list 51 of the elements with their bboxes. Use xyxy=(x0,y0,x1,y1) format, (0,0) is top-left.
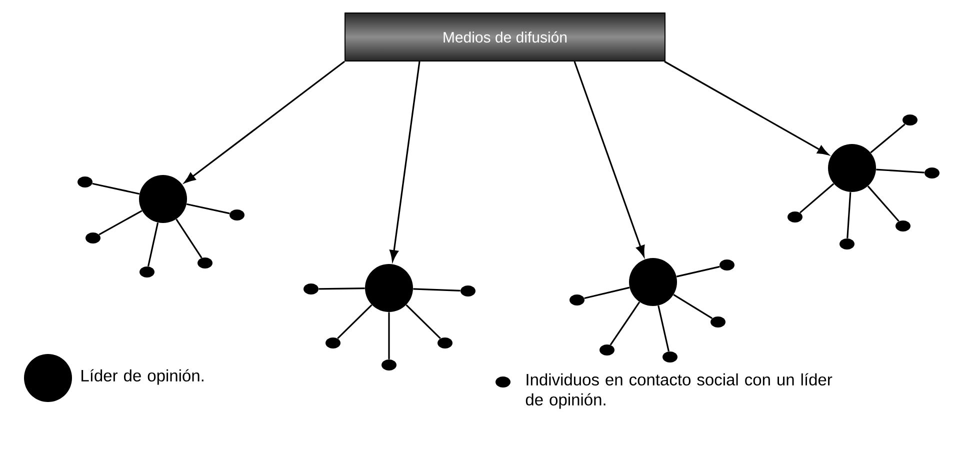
individual-dot xyxy=(662,352,678,362)
connector-line xyxy=(673,294,713,320)
connector-line xyxy=(92,182,140,195)
individual-dot xyxy=(710,316,726,328)
connector-line xyxy=(337,304,372,340)
connector-line xyxy=(676,266,720,278)
individual-dot xyxy=(460,286,476,296)
connector-line xyxy=(658,305,670,352)
individual-dot xyxy=(326,338,340,348)
individual-dot xyxy=(78,176,92,188)
media-box: Medios de difusión xyxy=(344,12,666,62)
connector-line xyxy=(800,183,834,214)
connector-line xyxy=(876,168,924,174)
connector-line xyxy=(584,286,630,300)
legend-text: Líder de opinión. xyxy=(82,369,204,385)
individual-dot xyxy=(304,284,318,294)
individual-dot xyxy=(198,258,212,268)
individual-dot xyxy=(924,168,940,178)
individual-dot xyxy=(600,344,614,356)
arrow xyxy=(574,61,645,257)
connector-line xyxy=(176,218,202,258)
connector-line xyxy=(147,222,159,267)
legend-text: Individuos en contacto social con un líder de opinión. xyxy=(526,373,832,409)
connector-line xyxy=(186,203,230,214)
arrow xyxy=(184,60,345,184)
individual-dot xyxy=(438,338,452,348)
arrow xyxy=(664,60,829,156)
connector-line xyxy=(413,288,460,292)
leader-circle xyxy=(139,175,187,223)
individual-dot xyxy=(902,114,918,126)
individual-dot xyxy=(382,360,396,370)
individual-dot xyxy=(896,220,910,232)
leader-circle xyxy=(629,258,677,306)
connector-line xyxy=(870,124,906,154)
individual-dot xyxy=(570,294,584,306)
individual-dot xyxy=(140,266,154,278)
leader-circle xyxy=(365,264,413,312)
connector-line xyxy=(98,210,142,236)
individual-dot xyxy=(720,260,734,270)
connector-line xyxy=(388,312,390,360)
arrow xyxy=(390,61,420,262)
individual-dot xyxy=(86,232,100,244)
individual-dot xyxy=(788,212,802,222)
individual-dot xyxy=(230,210,244,220)
connector-line xyxy=(846,192,852,238)
connector-line xyxy=(406,304,441,340)
connector-line xyxy=(610,302,640,346)
connector-line xyxy=(867,186,900,222)
leader-circle xyxy=(828,144,876,192)
individual-dot xyxy=(840,238,854,250)
connector-line xyxy=(318,288,365,290)
